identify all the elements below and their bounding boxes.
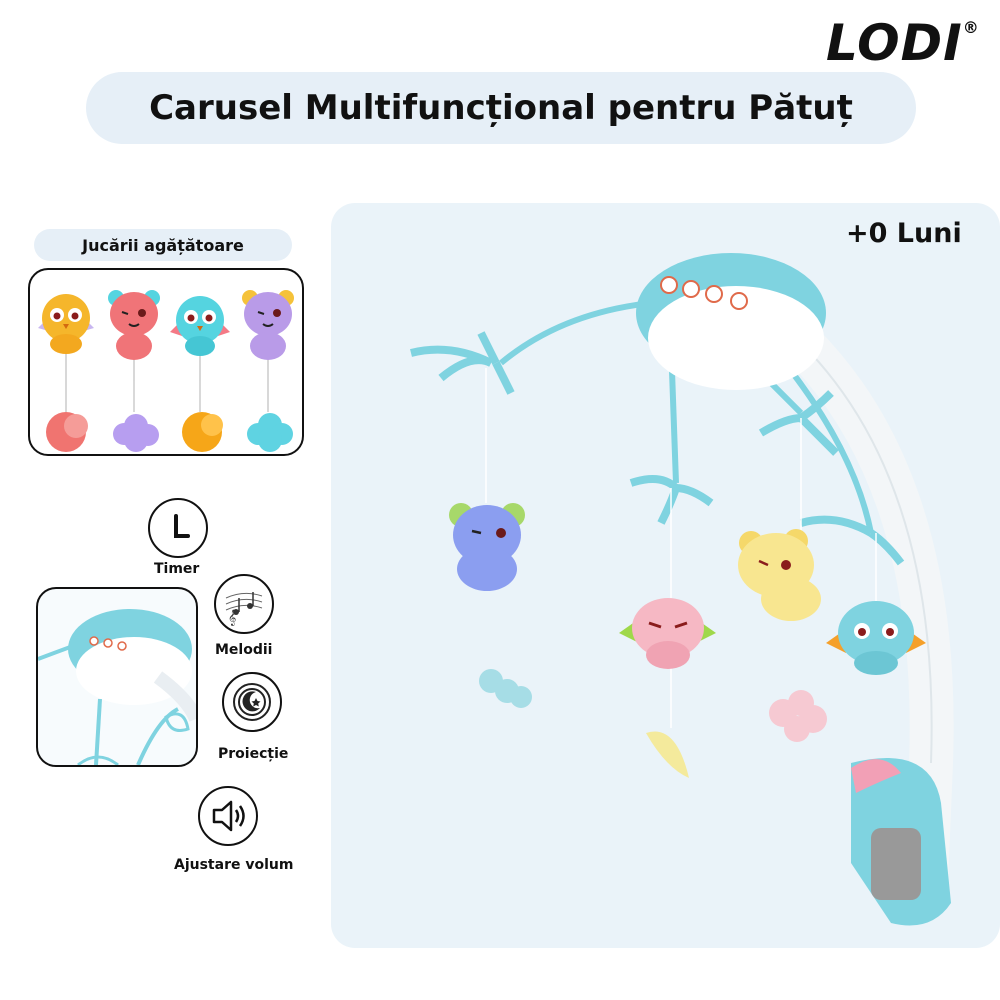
svg-text:𝄞: 𝄞 xyxy=(228,610,236,626)
cloud-rattle-icon xyxy=(769,690,827,742)
owl-toy-icon xyxy=(170,296,230,356)
cloud-rattle-icon xyxy=(113,414,159,452)
controls-detail-panel xyxy=(36,587,198,767)
cat-toy-icon xyxy=(449,503,525,591)
timer-label: Timer xyxy=(154,561,200,577)
hanging-toys-label: Jucării agățătoare xyxy=(34,229,292,261)
control-unit-closeup xyxy=(38,609,196,765)
crib-mobile-illustration xyxy=(410,253,954,926)
moon-rattle-icon xyxy=(851,759,901,793)
timer-feature xyxy=(148,498,208,558)
cloud-rattle-icon xyxy=(247,413,293,452)
age-badge: +0 Luni xyxy=(846,218,962,249)
speaker-icon xyxy=(212,800,245,832)
owl-toy-icon xyxy=(38,294,94,354)
cat-toy-icon xyxy=(738,529,821,621)
brand-logo: LODI® xyxy=(826,14,980,72)
owl-toy-icon xyxy=(619,598,716,669)
volume-feature xyxy=(198,786,258,846)
moon-rattle-icon xyxy=(182,412,223,452)
cat-toy-icon xyxy=(108,290,160,360)
volume-label: Ajustare volum xyxy=(174,857,294,873)
projection-label: Proiecție xyxy=(218,746,289,762)
page-title: Carusel Multifuncțional pentru Pătuț xyxy=(149,88,853,128)
product-hero-image xyxy=(331,203,1000,948)
hanging-toys-panel xyxy=(28,268,304,456)
moon-projection-icon xyxy=(233,683,271,721)
melodies-label: Melodii xyxy=(215,642,273,658)
brand-name: LODI xyxy=(826,14,963,72)
registered-mark: ® xyxy=(962,18,980,37)
projection-feature xyxy=(222,672,282,732)
title-pill: Carusel Multifuncțional pentru Pătuț xyxy=(86,72,916,144)
cloud-rattle-icon xyxy=(479,669,532,708)
melodies-feature: 𝄞 xyxy=(214,574,274,634)
clock-icon xyxy=(174,514,190,538)
music-notes-icon: 𝄞 xyxy=(225,592,263,626)
moon-rattle-icon xyxy=(46,412,88,452)
moon-rattle-icon xyxy=(646,731,689,778)
cat-toy-icon xyxy=(242,290,294,360)
owl-toy-icon xyxy=(826,601,926,675)
hanging-toys-illustration xyxy=(38,290,294,452)
